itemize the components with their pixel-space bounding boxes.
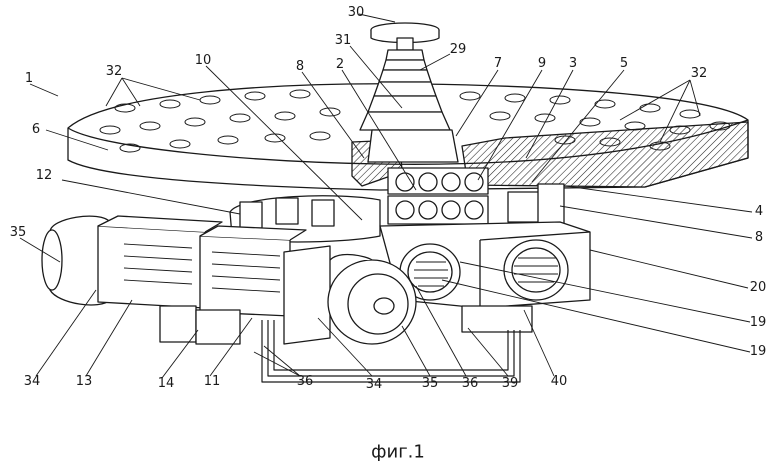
figure-caption: фиг.1 xyxy=(371,442,425,463)
ref-numeral-35-mid: 35 xyxy=(422,377,439,391)
ref-numeral-8-top: 8 xyxy=(296,60,304,74)
ref-numeral-29: 29 xyxy=(450,43,467,57)
ref-numeral-8-right: 8 xyxy=(755,231,763,245)
ref-numeral-13: 13 xyxy=(76,375,93,389)
ref-numeral-7: 7 xyxy=(494,57,502,71)
ref-numeral-36-left: 36 xyxy=(297,375,314,389)
ref-numeral-6: 6 xyxy=(32,123,40,137)
ref-numeral-9: 9 xyxy=(538,57,546,71)
ref-numeral-34-left: 34 xyxy=(24,375,41,389)
ref-numeral-14: 14 xyxy=(158,377,175,391)
bearing-stack xyxy=(388,168,488,224)
ref-numeral-31: 31 xyxy=(335,34,352,48)
ref-numeral-35-left: 35 xyxy=(10,226,27,240)
ref-numeral-3: 3 xyxy=(569,57,577,71)
ref-numeral-36-right: 36 xyxy=(462,377,479,391)
ref-numeral-11: 11 xyxy=(204,375,221,389)
ref-numeral-5: 5 xyxy=(620,57,628,71)
ref-numeral-2: 2 xyxy=(336,58,344,72)
ref-numeral-32-right: 32 xyxy=(691,67,708,81)
ref-numeral-10: 10 xyxy=(195,54,212,68)
ref-numeral-34-mid: 34 xyxy=(366,378,383,392)
ref-numeral-30: 30 xyxy=(348,6,365,20)
ref-numeral-19-upper: 19 xyxy=(750,316,767,330)
ref-numeral-19-lower: 19 xyxy=(750,345,767,359)
ref-numeral-32-left: 32 xyxy=(106,65,123,79)
ref-numeral-20: 20 xyxy=(750,281,767,295)
ref-numeral-40: 40 xyxy=(551,375,568,389)
ref-numeral-39: 39 xyxy=(502,377,519,391)
ref-numeral-1: 1 xyxy=(25,72,33,86)
ref-numeral-4: 4 xyxy=(755,205,763,219)
ref-numeral-12: 12 xyxy=(36,169,53,183)
